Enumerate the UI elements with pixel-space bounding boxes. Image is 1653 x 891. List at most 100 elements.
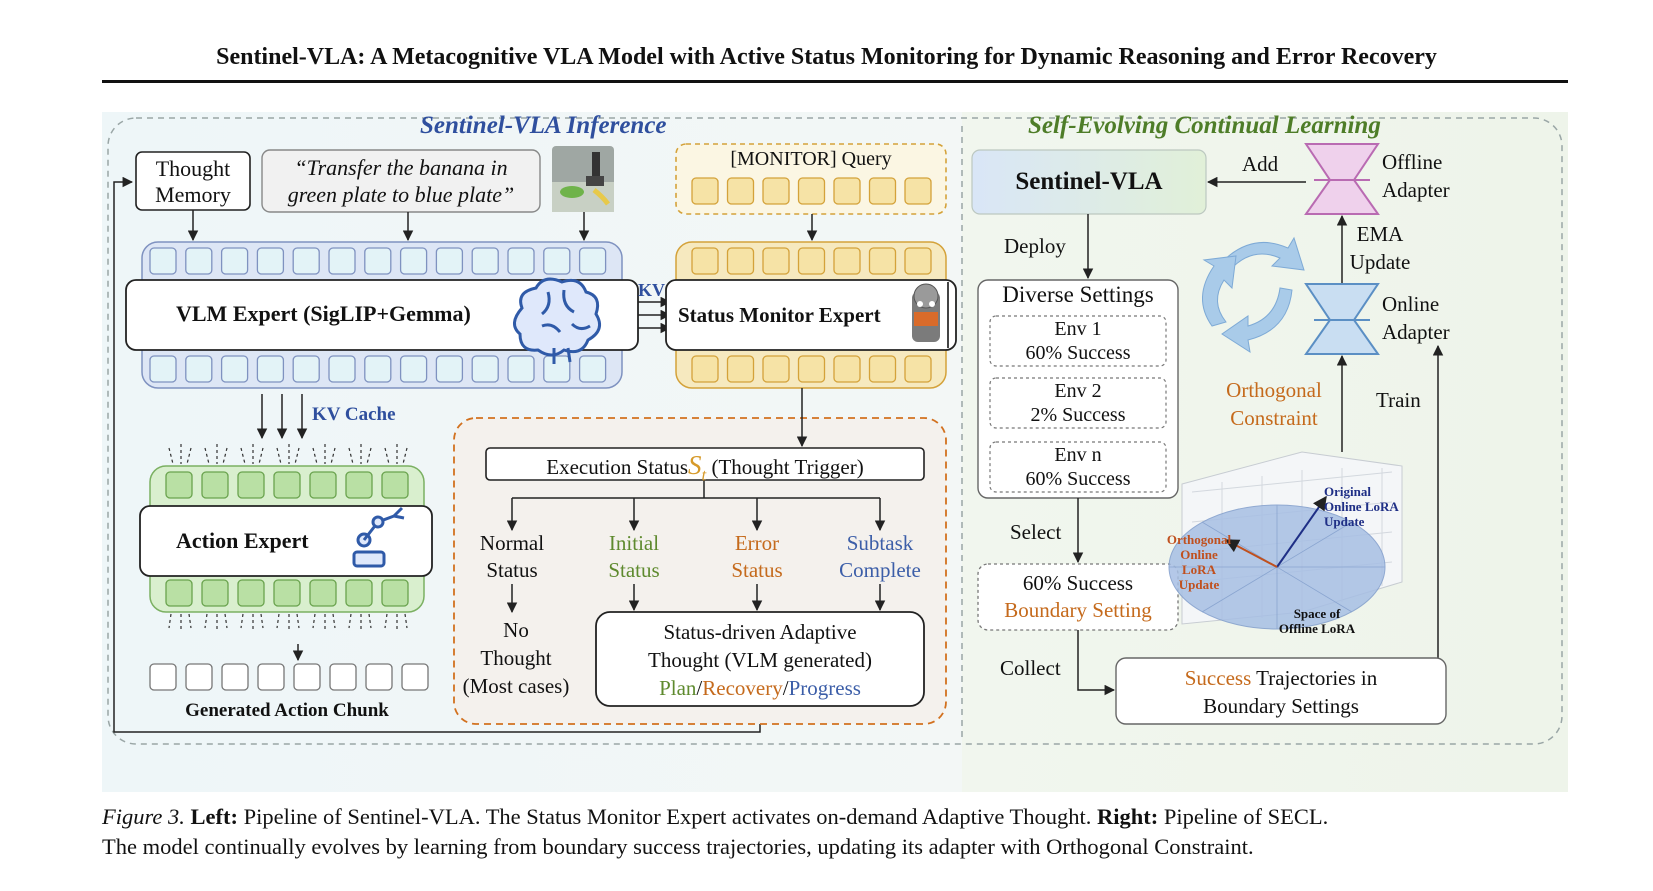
token — [507, 355, 535, 383]
collect-label: Collect — [1000, 656, 1061, 680]
flow-dash — [294, 447, 300, 465]
token — [507, 247, 535, 275]
caption-line-2: The model continually evolves by learnin… — [102, 834, 1254, 859]
token — [273, 471, 301, 499]
token — [237, 471, 265, 499]
token — [691, 247, 719, 275]
token — [328, 247, 356, 275]
flow-dash — [330, 447, 336, 465]
adaptive-thought-box — [595, 611, 925, 707]
robot-photo-image — [552, 146, 614, 212]
boundary-setting-box — [977, 563, 1179, 631]
instruction-box — [261, 149, 541, 213]
token — [149, 247, 177, 275]
token — [762, 355, 790, 383]
lora-space-plot — [1168, 451, 1403, 630]
header-rule — [102, 80, 1568, 83]
token — [381, 579, 409, 607]
token — [435, 247, 464, 275]
token — [201, 579, 229, 607]
token — [309, 471, 337, 499]
token — [797, 177, 826, 205]
token — [345, 471, 373, 499]
token — [292, 355, 320, 383]
token — [273, 579, 301, 607]
flow-dash — [240, 447, 246, 465]
token — [868, 177, 897, 205]
add-label: Add — [1242, 152, 1279, 176]
flow-dash — [188, 613, 192, 629]
token — [364, 247, 392, 275]
kv-cache-label: KV Cache — [312, 404, 396, 425]
flow-dash — [402, 447, 408, 465]
action-token — [329, 663, 357, 691]
action-bottom-tokens — [165, 579, 409, 607]
token — [220, 247, 249, 275]
token — [726, 355, 755, 383]
token — [165, 471, 193, 499]
token — [726, 177, 755, 205]
vlm-bottom-tokens — [149, 355, 607, 383]
vlm-expert-label: VLM Expert (SigLIP+Gemma) — [176, 301, 471, 326]
monitor-top-tokens — [691, 247, 932, 275]
flow-dash — [366, 447, 372, 465]
figure-caption: Figure 3. Left: Pipeline of Sentinel-VLA… — [102, 804, 1329, 859]
token — [345, 579, 373, 607]
brain-icon — [513, 277, 602, 364]
token — [364, 355, 392, 383]
flow-dash — [404, 613, 408, 629]
env-n-box — [989, 441, 1167, 493]
status-symbol: St — [688, 450, 707, 485]
vlm-top-tokens — [149, 247, 607, 275]
token — [833, 247, 861, 275]
token — [868, 247, 897, 275]
flow-dash — [332, 613, 336, 629]
token — [797, 355, 826, 383]
token — [543, 355, 571, 383]
token — [435, 355, 464, 383]
token — [471, 355, 499, 383]
token — [149, 355, 177, 383]
flow-dash — [168, 447, 174, 465]
cycle-icon — [1202, 236, 1305, 354]
status-monitor-box — [665, 279, 957, 351]
flow-dash — [384, 447, 390, 465]
monitor-query-label: [MONITOR] Query — [730, 148, 892, 170]
env-2-box — [989, 377, 1167, 429]
token — [691, 177, 719, 205]
secl-heading: Self-Evolving Continual Learning — [1028, 112, 1381, 139]
action-token — [185, 663, 213, 691]
flow-dash — [186, 447, 192, 465]
execution-status-label: Execution StatusSt (Thought Trigger) — [546, 450, 864, 485]
deploy-label: Deploy — [1004, 234, 1066, 258]
action-token — [257, 663, 285, 691]
token — [833, 355, 861, 383]
generated-action-tokens — [149, 663, 429, 691]
token — [904, 247, 932, 275]
select-label: Select — [1010, 520, 1062, 544]
monitor-query-tokens — [691, 177, 932, 205]
token — [256, 247, 285, 275]
action-token — [401, 663, 429, 691]
token — [578, 355, 607, 383]
flow-dash — [224, 613, 228, 629]
token — [328, 355, 356, 383]
token — [797, 247, 826, 275]
token — [904, 177, 932, 205]
diverse-settings-label: Diverse Settings — [1002, 282, 1154, 307]
token — [726, 247, 755, 275]
monitor-bottom-tokens — [691, 355, 932, 383]
flow-dash — [258, 447, 264, 465]
